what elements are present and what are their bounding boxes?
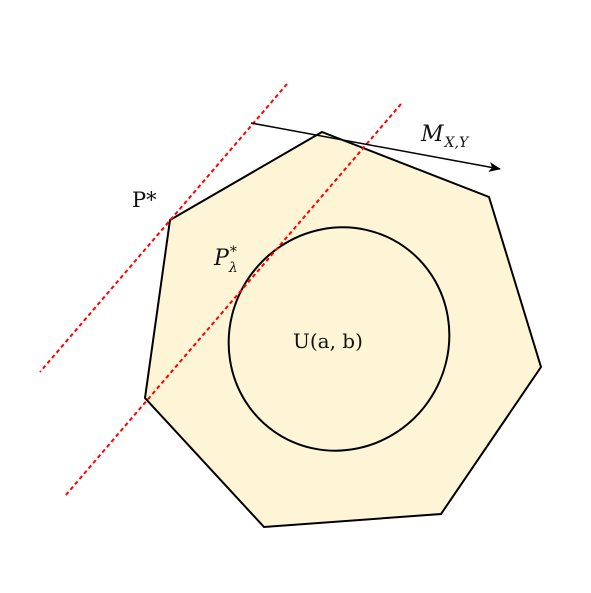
p-lambda-subscript: λ [228,260,238,276]
u-ab-label: U(a, b) [293,329,363,353]
p-star-dashed-line [39,83,288,373]
m-xy-label: MX,Y [421,122,468,151]
p-lambda-superscript: * [229,244,237,260]
p-lambda-base: P [214,246,229,271]
u-ab-ellipse [227,226,451,452]
heptagon-region [143,130,543,529]
p-lambda-dashed-line [64,103,402,497]
p-lambda-label: P*λ [214,245,245,275]
m-xy-base: M [421,122,444,147]
p-star-label: P* [132,188,157,212]
m-xy-subscript: X,Y [444,135,469,151]
m-xy-arrow [250,122,501,172]
